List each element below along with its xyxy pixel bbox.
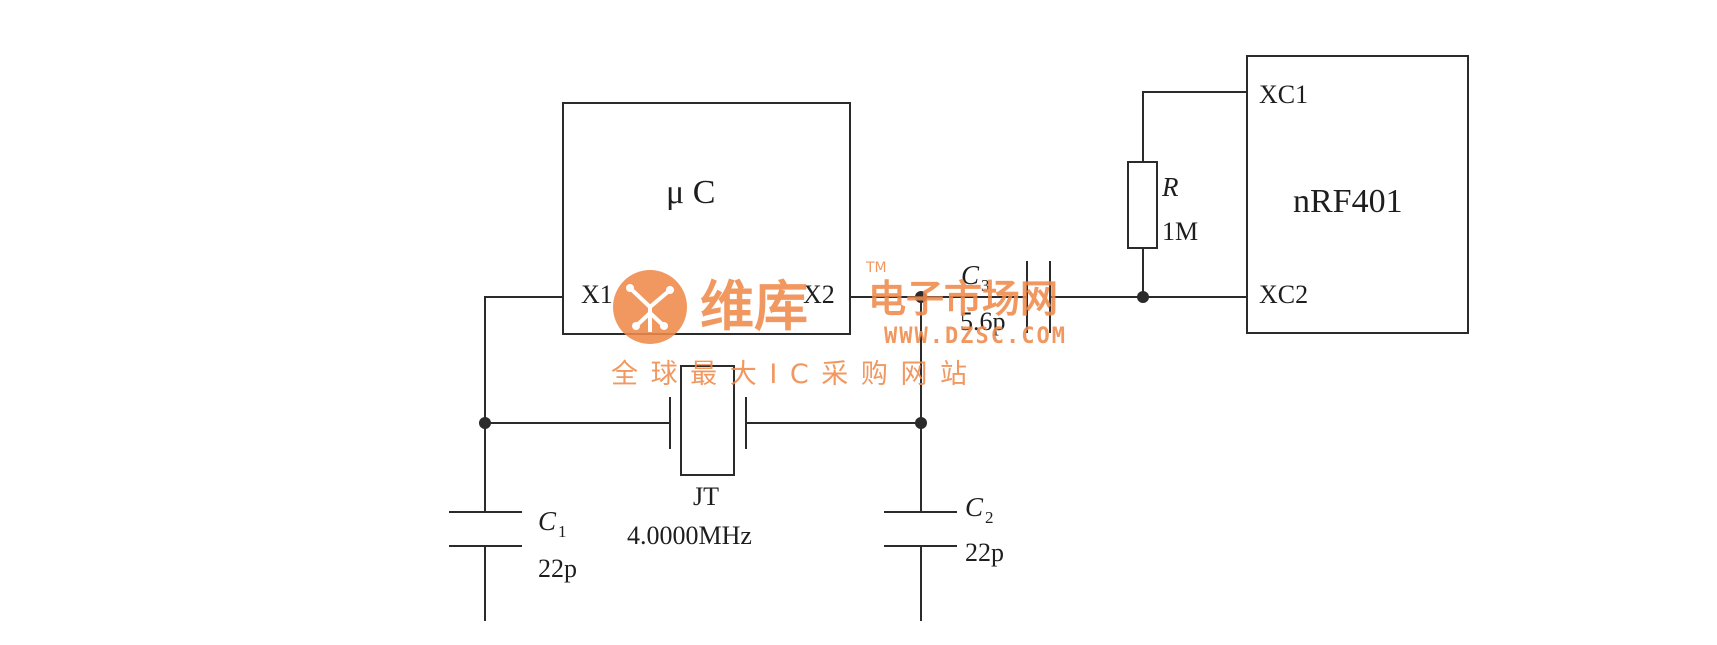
watermark-slogan: 全 球 最 大 I C 采 购 网 站 [611,359,969,390]
c1-symbol: C [538,506,557,536]
junction-dot [915,417,927,429]
watermark: 维库 TM 电子市场网 WWW.DZSC.COM 全 球 最 大 I C 采 购… [611,260,1067,390]
capacitor-c2: C 2 22p [884,492,1004,567]
capacitor-c3: C 3 5.6p [960,260,1051,336]
c3-subscript: 3 [981,276,990,295]
c2-subscript: 2 [985,508,994,527]
nrf401-pin-xc2: XC2 [1259,280,1308,309]
junction-dot [915,291,927,303]
c2-symbol: C [965,492,984,522]
nrf401-block: nRF401 XC1 XC2 [1246,55,1469,334]
nrf401-label: nRF401 [1293,183,1403,220]
dzsc-logo-icon [613,270,687,344]
mcu-label: μ C [666,174,715,211]
crystal-name: JT [693,482,719,511]
resistor-value: 1M [1162,217,1198,246]
watermark-url: WWW.DZSC.COM [884,324,1067,349]
watermark-brand: 维库 [700,275,808,338]
crystal-jt: JT 4.0000MHz [627,365,752,550]
watermark-tagline: 电子市场网 [868,277,1058,321]
mcu-pin-x2: X2 [803,280,835,309]
nrf401-pin-xc1: XC1 [1259,80,1308,109]
resistor-symbol: R [1161,172,1179,202]
mcu-pin-x1: X1 [581,280,613,309]
c1-subscript: 1 [558,522,567,541]
resistor-r: R 1M [1127,161,1198,249]
c3-value: 5.6p [960,307,1006,336]
watermark-tm: TM [865,260,887,276]
junction-dot [1137,291,1149,303]
junctions [479,291,1149,429]
c1-value: 22p [538,554,577,583]
capacitor-c1: C 1 22p [449,506,577,583]
wire-x1 [484,296,564,621]
wire-resistor [1142,91,1248,298]
c3-symbol: C [961,260,980,290]
crystal-frequency: 4.0000MHz [627,521,752,550]
junction-dot [479,417,491,429]
c2-value: 22p [965,538,1004,567]
mcu-block: μ C X1 X2 [562,102,851,335]
